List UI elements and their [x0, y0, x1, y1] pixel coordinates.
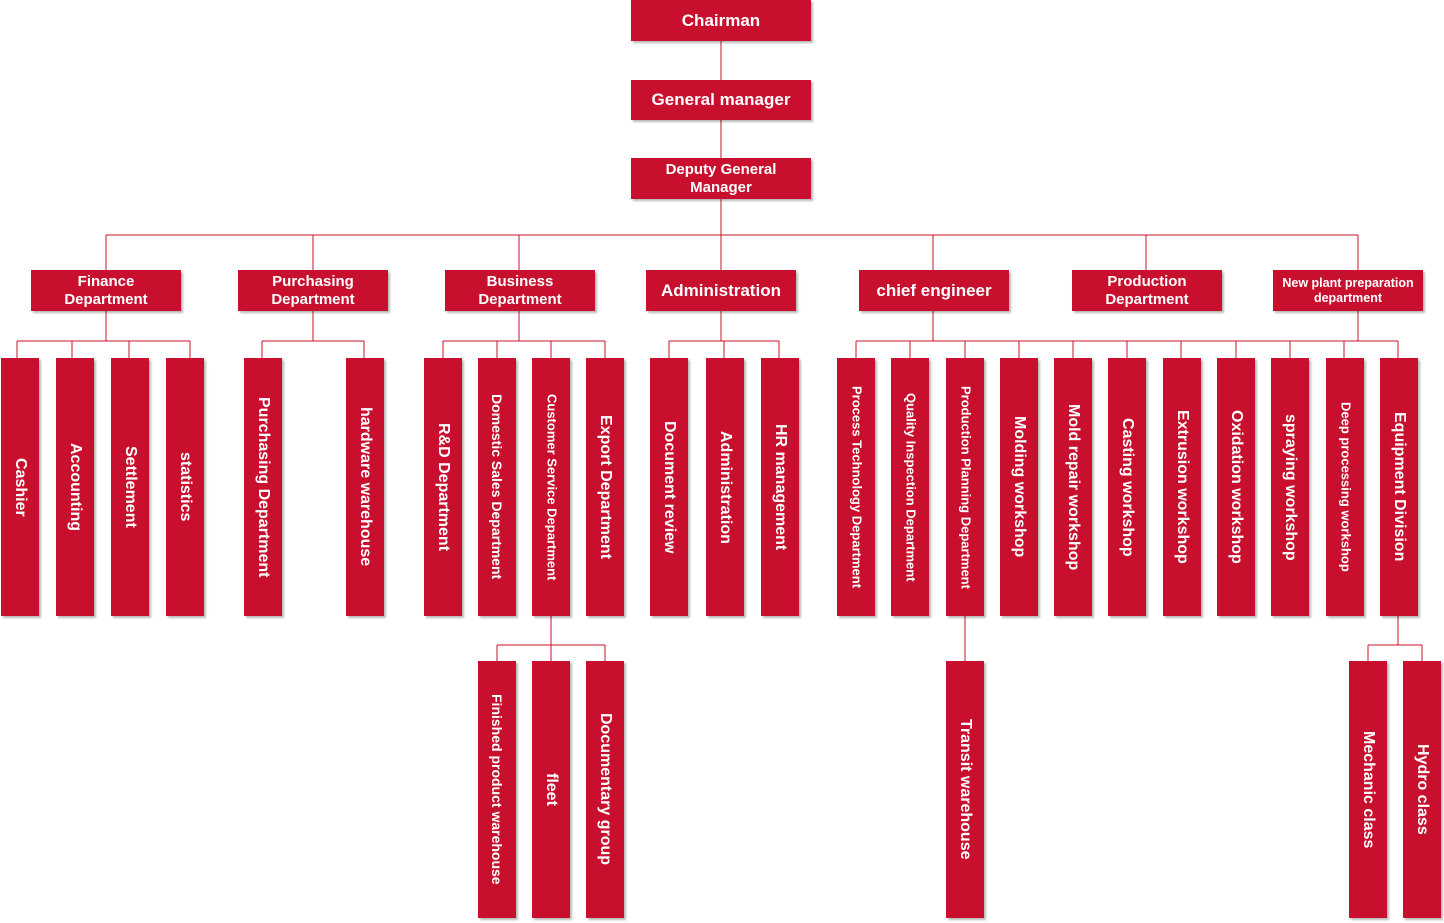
label-process-technology-department: Process Technology Department [849, 385, 865, 589]
node-purchasing-department: Purchasing Department [244, 358, 282, 616]
node-finance-department: Finance Department [31, 270, 181, 311]
node-deep-processing-workshop: Deep processing workshop [1326, 358, 1364, 616]
node-fleet: fleet [532, 661, 570, 918]
label-extrusion-workshop: Extrusion workshop [1174, 410, 1192, 564]
node-export-department: Export Department [586, 358, 624, 616]
label-finished-product-warehouse: Finished product warehouse [489, 694, 506, 885]
node-document-review: Document review [650, 358, 688, 616]
label-molding-workshop: Molding workshop [1011, 416, 1029, 558]
node-accounting: Accounting [56, 358, 94, 616]
node-chief-engineer: chief engineer [859, 270, 1009, 311]
node-new-plant-preparation-department: New plant preparation department [1273, 270, 1423, 311]
node-transit-warehouse: Transit warehouse [946, 661, 984, 918]
node-cashier: Cashier [1, 358, 39, 616]
label-customer-service-department: Customer Service Department [544, 393, 560, 581]
label-settlement: Settlement [122, 446, 140, 528]
node-finished-product-warehouse: Finished product warehouse [478, 661, 516, 918]
label-cashier: Cashier [12, 457, 30, 517]
node-chairman: Chairman [631, 0, 811, 41]
label-hardware-warehouse: hardware warehouse [357, 407, 375, 567]
node-domestic-sales-department: Domestic Sales Department [478, 358, 516, 616]
label-production-planning-department: Production Planning Department [958, 385, 974, 589]
node-molding-workshop: Molding workshop [1000, 358, 1038, 616]
node-spraying-workshop: spraying workshop [1271, 358, 1309, 616]
node-production-department: Production Department [1072, 270, 1222, 311]
label-domestic-sales-department: Domestic Sales Department [489, 394, 506, 580]
label-document-review: Document review [661, 420, 679, 554]
node-hardware-warehouse: hardware warehouse [346, 358, 384, 616]
label-hydro-class: Hydro class [1414, 744, 1432, 835]
node-mold-repair-workshop: Mold repair workshop [1054, 358, 1092, 616]
node-extrusion-workshop: Extrusion workshop [1163, 358, 1201, 616]
label-purchasing-department: Purchasing Department [255, 396, 273, 578]
label-oxidation-workshop: Oxidation workshop [1228, 410, 1246, 564]
label-mold-repair-workshop: Mold repair workshop [1065, 403, 1083, 571]
node-settlement: Settlement [111, 358, 149, 616]
label-deep-processing-workshop: Deep processing workshop [1338, 402, 1354, 572]
node-production-planning-department: Production Planning Department [946, 358, 984, 616]
node-process-technology-department: Process Technology Department [837, 358, 875, 616]
node-casting-workshop: Casting workshop [1108, 358, 1146, 616]
label-casting-workshop: Casting workshop [1119, 417, 1137, 557]
node-hydro-class: Hydro class [1403, 661, 1441, 918]
label-quality-inspection-department: Quality Inspection Department [903, 392, 919, 582]
label-administration: Administration [717, 430, 735, 544]
label-mechanic-class: Mechanic class [1360, 730, 1378, 849]
node-mechanic-class: Mechanic class [1349, 661, 1387, 918]
node-general-manager: General manager [631, 80, 811, 120]
node-administration-head: Administration [646, 270, 796, 311]
label-documentary-group: Documentary group [597, 713, 615, 866]
label-accounting: Accounting [67, 443, 85, 531]
node-administration: Administration [706, 358, 744, 616]
node-purchasing-department-head: Purchasing Department [238, 270, 388, 311]
label-statistics: statistics [177, 452, 195, 522]
node-deputy-general-manager: Deputy General Manager [631, 158, 811, 199]
label-hr-management: HR management [772, 423, 790, 551]
node-equipment-division: Equipment Division [1380, 358, 1418, 616]
node-customer-service-department: Customer Service Department [532, 358, 570, 616]
node-oxidation-workshop: Oxidation workshop [1217, 358, 1255, 616]
node-quality-inspection-department: Quality Inspection Department [891, 358, 929, 616]
label-equipment-division: Equipment Division [1391, 412, 1409, 562]
node-hr-management: HR management [761, 358, 799, 616]
label-export-department: Export Department [597, 414, 615, 560]
label-fleet: fleet [543, 773, 561, 806]
node-business-department: Business Department [445, 270, 595, 311]
node-rd-department: R&D Department [424, 358, 462, 616]
label-rd-department: R&D Department [435, 422, 453, 551]
label-spraying-workshop: spraying workshop [1282, 413, 1300, 561]
label-transit-warehouse: Transit warehouse [957, 719, 975, 860]
node-documentary-group: Documentary group [586, 661, 624, 918]
node-statistics: statistics [166, 358, 204, 616]
